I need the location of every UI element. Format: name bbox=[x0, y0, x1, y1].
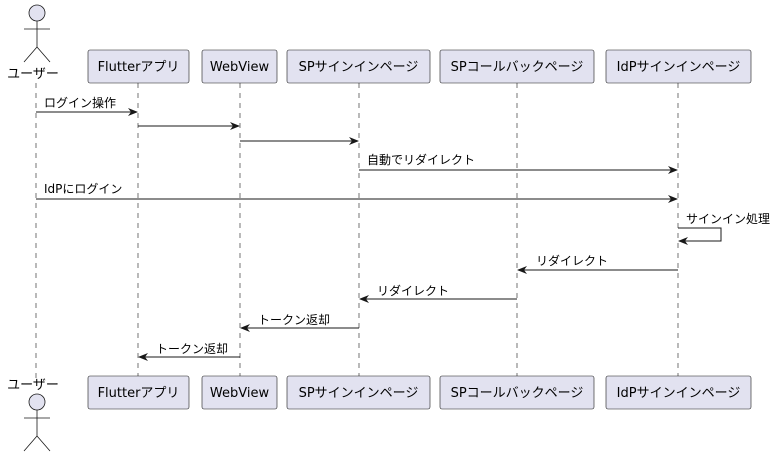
message-label: トークン返却 bbox=[156, 342, 228, 356]
participant-flutter-bottom: Flutterアプリ bbox=[87, 375, 190, 410]
participant-label: WebView bbox=[210, 386, 270, 401]
participant-label: Flutterアプリ bbox=[98, 386, 180, 401]
message-label: サインイン処理 bbox=[686, 212, 770, 226]
actor-user-top: ユーザー bbox=[7, 4, 59, 82]
participant-label: SPコールバックページ bbox=[451, 386, 584, 401]
participant-label: WebView bbox=[210, 60, 270, 75]
message-label: トークン返却 bbox=[258, 313, 330, 327]
participant-flutter-top: Flutterアプリ bbox=[87, 49, 190, 84]
message-8: リダイレクト bbox=[359, 283, 517, 303]
message-6-self: サインイン処理 bbox=[678, 212, 770, 245]
actor-body-icon bbox=[23, 410, 51, 452]
participant-label: Flutterアプリ bbox=[98, 60, 180, 75]
participant-sp-signin-top: SPサインインページ bbox=[286, 49, 431, 84]
participant-label: IdPサインインページ bbox=[617, 386, 741, 401]
message-label: ログイン操作 bbox=[44, 95, 116, 110]
participant-label: IdPサインインページ bbox=[617, 60, 741, 75]
participant-sp-callback-top: SPコールバックページ bbox=[439, 49, 595, 84]
message-5: IdPにログイン bbox=[36, 182, 678, 203]
actor-label-user-bottom: ユーザー bbox=[7, 378, 59, 393]
participant-idp-signin-top: IdPサインインページ bbox=[605, 49, 752, 84]
message-label: 自動でリダイレクト bbox=[367, 152, 475, 167]
participant-sp-callback-bottom: SPコールバックページ bbox=[439, 375, 595, 410]
message-4: 自動でリダイレクト bbox=[359, 152, 678, 174]
message-label: リダイレクト bbox=[536, 253, 608, 268]
actor-body-icon bbox=[23, 21, 51, 63]
message-7: リダイレクト bbox=[517, 253, 678, 274]
message-9: トークン返却 bbox=[240, 313, 359, 332]
message-10: トークン返却 bbox=[138, 342, 240, 361]
actor-user-bottom: ユーザー bbox=[7, 378, 59, 452]
message-1: ログイン操作 bbox=[36, 95, 138, 116]
actor-head-icon bbox=[28, 4, 46, 22]
actor-label-user-top: ユーザー bbox=[7, 67, 59, 82]
participant-label: SPコールバックページ bbox=[451, 60, 584, 75]
participant-webview-top: WebView bbox=[201, 49, 278, 84]
actor-head-icon bbox=[28, 393, 46, 411]
participant-sp-signin-bottom: SPサインインページ bbox=[286, 375, 431, 410]
participant-label: SPサインインページ bbox=[299, 386, 419, 401]
participant-webview-bottom: WebView bbox=[201, 375, 278, 410]
message-label: IdPにログイン bbox=[44, 182, 122, 196]
participant-idp-signin-bottom: IdPサインインページ bbox=[605, 375, 752, 410]
message-label: リダイレクト bbox=[377, 283, 449, 298]
participant-label: SPサインインページ bbox=[299, 60, 419, 75]
